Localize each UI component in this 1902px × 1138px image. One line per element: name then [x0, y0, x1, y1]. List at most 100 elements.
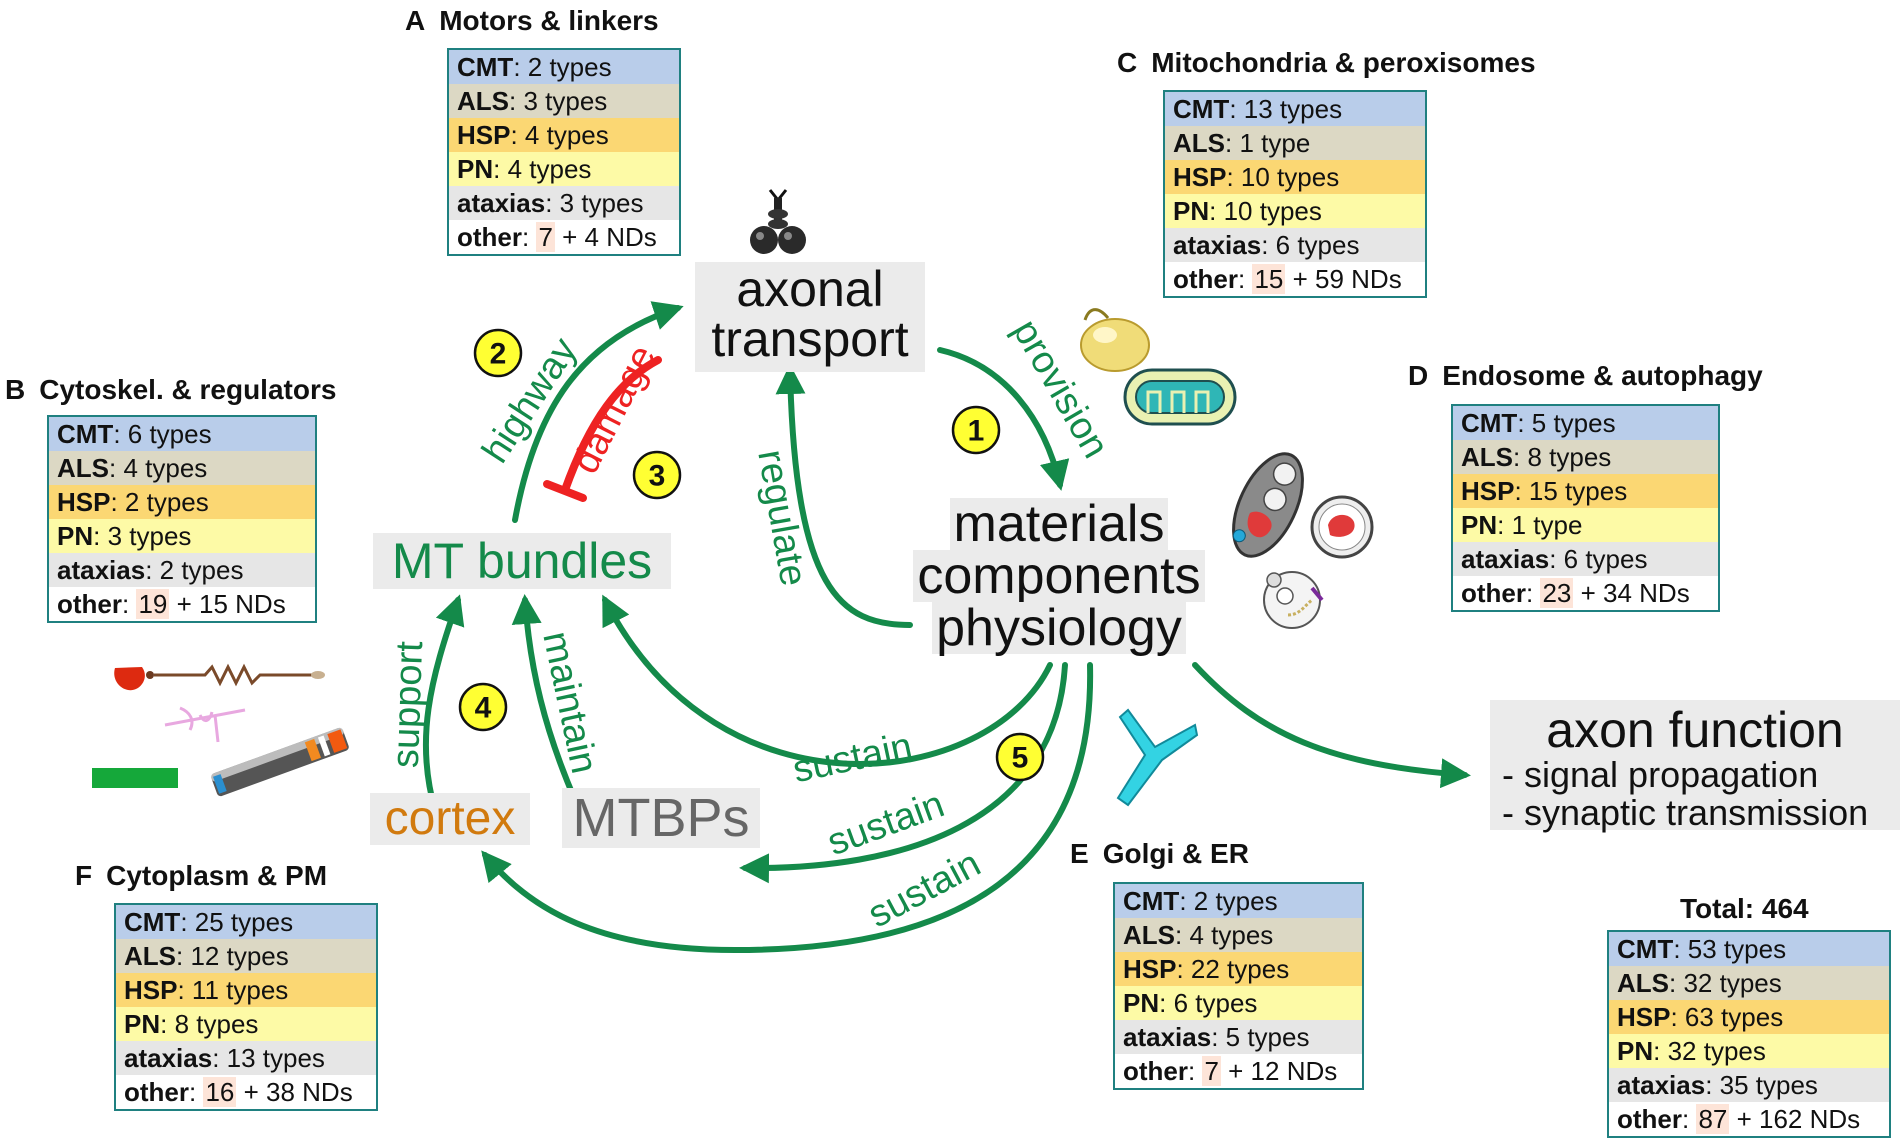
- axon-function-item-2: - synaptic transmission: [1502, 792, 1869, 833]
- row-key: CMT: [1617, 934, 1674, 964]
- row-key: ALS: [124, 941, 176, 971]
- endosome-autophagy-row-ataxias: ataxias: 6 types: [1453, 542, 1718, 576]
- row-value: : 1 type: [1225, 128, 1311, 158]
- cytoskel-regulators-row-als: ALS: 4 types: [49, 451, 315, 485]
- sustain-arrow-cortex: [481, 662, 1094, 954]
- total-title-text: Total: 464: [1680, 893, 1809, 924]
- cytoplasm-pm-row-ataxias: ataxias: 13 types: [116, 1041, 376, 1075]
- other-nds: + 59 NDs: [1285, 264, 1402, 294]
- row-key: CMT: [1461, 408, 1518, 438]
- mitochondria-peroxisomes-row-als: ALS: 1 type: [1165, 126, 1425, 160]
- cytoskel-regulators-row-pn: PN: 3 types: [49, 519, 315, 553]
- endosome-autophagy-letter: D: [1408, 360, 1429, 391]
- golgi-er-row-cmt: CMT: 2 types: [1115, 884, 1362, 918]
- marker-5: 5: [1012, 742, 1029, 775]
- row-key: HSP: [124, 975, 178, 1005]
- row-key: ataxias: [1617, 1070, 1706, 1100]
- row-key: HSP: [57, 487, 111, 517]
- total-row-hsp: HSP: 63 types: [1609, 1000, 1889, 1034]
- row-key: ALS: [57, 453, 109, 483]
- cytoskeleton-regulators-icon: [92, 663, 325, 788]
- row-value: : 4 types: [493, 154, 592, 184]
- other-nds: + 34 NDs: [1573, 578, 1690, 608]
- row-value: : 8 types: [1513, 442, 1612, 472]
- motors-linkers-title-text: Motors & linkers: [439, 5, 659, 36]
- other-count-highlight: 7: [1202, 1056, 1221, 1086]
- sustain-label-1: sustain: [789, 725, 916, 791]
- row-key: CMT: [124, 907, 181, 937]
- row-value: : 13 types: [1229, 94, 1343, 124]
- row-key: PN: [1461, 510, 1498, 540]
- sustain-arrow-mtbps: [739, 662, 1068, 884]
- row-value: : 5 types: [1517, 408, 1616, 438]
- row-value: : 3 types: [545, 188, 644, 218]
- cytoplasm-pm-row-other: other: 16 + 38 NDs: [116, 1075, 376, 1109]
- row-value: : 4 types: [510, 120, 609, 150]
- row-value: : 15 types: [1514, 476, 1628, 506]
- row-key: other: [124, 1077, 189, 1107]
- row-value: : 22 types: [1176, 954, 1290, 984]
- row-key: ALS: [1461, 442, 1513, 472]
- golgi-er-icon: [1116, 708, 1199, 807]
- marker-3-circle: [632, 450, 682, 500]
- row-value: : 32 types: [1653, 1036, 1766, 1066]
- cytoskel-regulators-row-cmt: CMT: 6 types: [49, 417, 315, 451]
- cytoplasm-pm-row-cmt: CMT: 25 types: [116, 905, 376, 939]
- marker-1: 1: [968, 415, 985, 448]
- golgi-er-row-hsp: HSP: 22 types: [1115, 952, 1362, 986]
- other-count-highlight: 16: [203, 1077, 237, 1107]
- materials-components-physiology-label: materials components physiology: [905, 498, 1213, 658]
- marker-5-circle: [995, 732, 1045, 782]
- cortex-label: cortex: [370, 793, 530, 845]
- peroxisome-icon: [1080, 308, 1150, 372]
- row-value: : 6 types: [1549, 544, 1648, 574]
- row-key: ALS: [1617, 968, 1669, 998]
- endosome-autophagy-title-text: Endosome & autophagy: [1442, 360, 1763, 391]
- endosome-autophagy-row-pn: PN: 1 type: [1453, 508, 1718, 542]
- kinesin-motor-icon: [750, 189, 806, 254]
- motors-linkers-row-pn: PN: 4 types: [449, 152, 679, 186]
- row-key: ataxias: [1173, 230, 1262, 260]
- row-key: ataxias: [57, 555, 146, 585]
- endosome-autophagy-row-cmt: CMT: 5 types: [1453, 406, 1718, 440]
- row-key: HSP: [1123, 954, 1177, 984]
- row-key: other: [57, 589, 122, 619]
- cytoplasm-pm-row-pn: PN: 8 types: [116, 1007, 376, 1041]
- row-value: : 63 types: [1670, 1002, 1784, 1032]
- motors-linkers-row-ataxias: ataxias: 3 types: [449, 186, 679, 220]
- other-nds: + 38 NDs: [236, 1077, 353, 1107]
- row-value: : 25 types: [180, 907, 294, 937]
- row-value: : 5 types: [1211, 1022, 1310, 1052]
- row-value: : 4 types: [1175, 920, 1274, 950]
- maintain-label: maintain: [534, 628, 605, 777]
- endosome-autophagy-row-hsp: HSP: 15 types: [1453, 474, 1718, 508]
- support-arrow: [422, 594, 465, 813]
- row-key: ALS: [1123, 920, 1175, 950]
- row-value: : 11 types: [177, 975, 289, 1005]
- row-key: ataxias: [1461, 544, 1550, 574]
- damage-inhibition-arrow: [543, 356, 662, 502]
- other-nds: + 162 NDs: [1729, 1104, 1861, 1134]
- mtbps-label: MTBPs: [562, 788, 760, 848]
- row-key: ALS: [1173, 128, 1225, 158]
- mitochondria-peroxisomes-row-ataxias: ataxias: 6 types: [1165, 228, 1425, 262]
- other-nds: + 4 NDs: [554, 222, 657, 252]
- mitochondria-peroxisomes-title-text: Mitochondria & peroxisomes: [1151, 47, 1536, 78]
- motors-linkers-row-hsp: HSP: 4 types: [449, 118, 679, 152]
- row-value: : 12 types: [176, 941, 289, 971]
- row-key: CMT: [57, 419, 114, 449]
- cytoskel-regulators-letter: B: [5, 374, 26, 405]
- row-key: ataxias: [457, 188, 546, 218]
- axon-function-arrow: [1192, 662, 1471, 789]
- row-value: : 4 types: [109, 453, 208, 483]
- endosome-autophagy-title: D Endosome & autophagy: [1408, 360, 1763, 392]
- row-value: : 13 types: [212, 1043, 325, 1073]
- row-value: : 35 types: [1705, 1070, 1818, 1100]
